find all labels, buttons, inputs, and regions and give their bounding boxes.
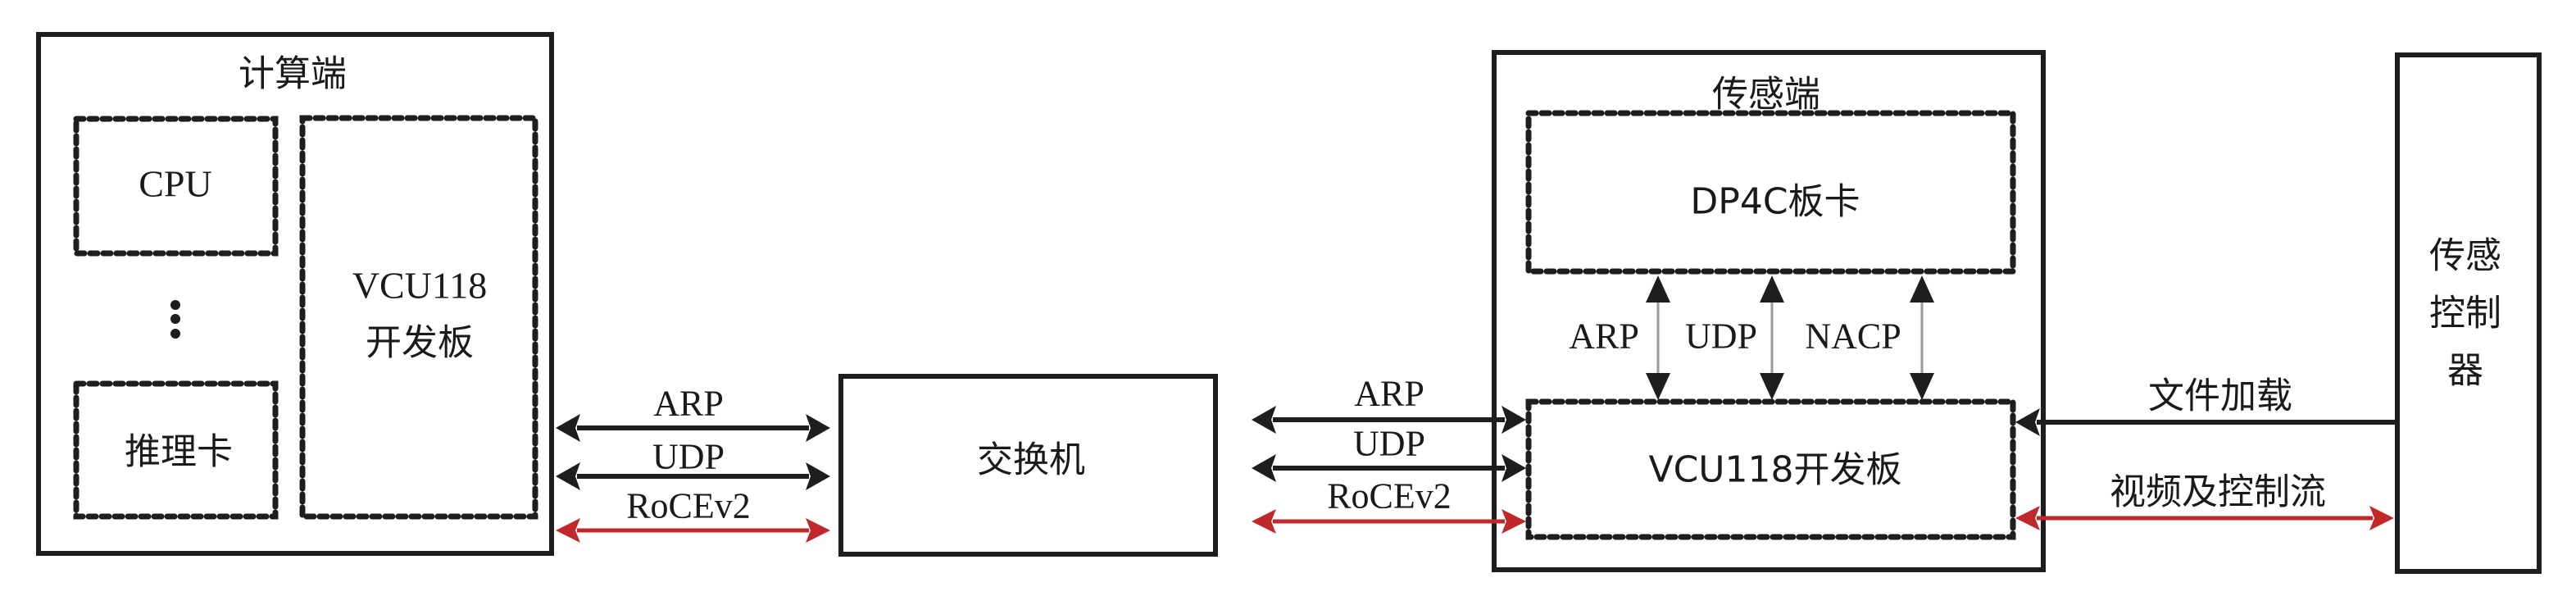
link-controller-0-head-left bbox=[2015, 408, 2040, 436]
link-internal-udp-head-up bbox=[1760, 275, 1784, 303]
sensor-fpga-label: VCU118开发板 bbox=[1648, 449, 1901, 491]
links-sensor-internal: ARP UDP NACP bbox=[1569, 275, 1934, 400]
link-internal-arp-label: ARP bbox=[1569, 316, 1639, 357]
links-compute-switch: ARP UDP RoCEv2 bbox=[556, 384, 830, 543]
link-controller-0-label: 文件加载 bbox=[2148, 375, 2292, 417]
link-left-rocev2-head-left bbox=[556, 518, 580, 543]
sensor-controller-group: 传感 控制 器 bbox=[2395, 52, 2542, 574]
sensor-side-group: 传感端 DP4C板卡 VCU118开发板 bbox=[1492, 50, 2046, 572]
sensor-side-box bbox=[1492, 50, 2046, 572]
compute-side-title: 计算端 bbox=[239, 53, 347, 95]
dp4c-card-box bbox=[1525, 110, 2016, 275]
compute-fpga-label-line1: VCU118 bbox=[352, 265, 487, 307]
ellipsis-dot-2 bbox=[170, 314, 180, 324]
link-internal-nacp-head-up bbox=[1910, 275, 1934, 303]
link-right-rocev2-label: RoCEv2 bbox=[1327, 476, 1452, 516]
link-internal-arp-head-down bbox=[1646, 373, 1670, 400]
sensor-controller-label-line1: 传感 bbox=[2429, 235, 2501, 277]
link-right-udp-label: UDP bbox=[1353, 424, 1425, 464]
link-left-udp-head-left bbox=[556, 462, 580, 490]
inference-card-box bbox=[73, 380, 279, 520]
sensor-controller-label-line3: 器 bbox=[2447, 350, 2483, 392]
sensor-fpga-box bbox=[1525, 398, 2016, 540]
ellipsis-dot-3 bbox=[170, 329, 180, 339]
link-right-rocev2-head-left bbox=[1252, 509, 1276, 534]
link-right-udp-head-left bbox=[1252, 454, 1276, 482]
link-internal-arp-head-up bbox=[1646, 275, 1670, 303]
link-right-arp-label: ARP bbox=[1354, 374, 1424, 414]
link-left-arp-head-left bbox=[556, 414, 580, 442]
link-internal-nacp-label: NACP bbox=[1805, 316, 1901, 357]
link-internal-nacp-head-down bbox=[1910, 373, 1934, 400]
link-internal-udp-label: UDP bbox=[1685, 316, 1757, 357]
link-left-udp-head-right bbox=[806, 462, 830, 490]
inference-card-label: 推理卡 bbox=[125, 431, 233, 473]
sensor-controller-label-line2: 控制 bbox=[2429, 293, 2501, 334]
compute-side-group: 计算端 CPU 推理卡 VCU118 开发板 bbox=[36, 32, 554, 556]
link-left-rocev2-label: RoCEv2 bbox=[626, 486, 751, 526]
links-switch-sensor: ARP UDP RoCEv2 bbox=[1252, 374, 1526, 534]
cpu-label: CPU bbox=[139, 163, 211, 205]
link-left-arp-head-right bbox=[806, 414, 830, 442]
compute-fpga-label-line2: 开发板 bbox=[366, 322, 474, 364]
link-internal-udp-head-down bbox=[1760, 373, 1784, 400]
switch-label: 交换机 bbox=[977, 439, 1085, 481]
link-controller-1-label: 视频及控制流 bbox=[2110, 471, 2326, 513]
switch-box bbox=[838, 374, 1218, 557]
switch-group: 交换机 bbox=[838, 374, 1218, 557]
link-controller-1-head-left bbox=[2015, 506, 2040, 530]
compute-fpga-box bbox=[299, 115, 538, 520]
link-left-rocev2-head-right bbox=[806, 518, 830, 543]
link-controller-1-head-right bbox=[2369, 506, 2394, 530]
cpu-box bbox=[73, 116, 279, 257]
ellipsis-dot-1 bbox=[170, 300, 180, 310]
link-left-arp-label: ARP bbox=[653, 384, 724, 424]
sensor-side-title: 传感端 bbox=[1712, 74, 1820, 116]
link-right-arp-head-right bbox=[1502, 406, 1526, 434]
link-right-udp-head-right bbox=[1502, 454, 1526, 482]
sensor-controller-box bbox=[2395, 52, 2542, 574]
link-right-rocev2-head-right bbox=[1502, 509, 1526, 534]
link-left-udp-label: UDP bbox=[652, 437, 725, 477]
link-right-arp-head-left bbox=[1252, 406, 1276, 434]
dp4c-card-label: DP4C板卡 bbox=[1690, 181, 1860, 223]
